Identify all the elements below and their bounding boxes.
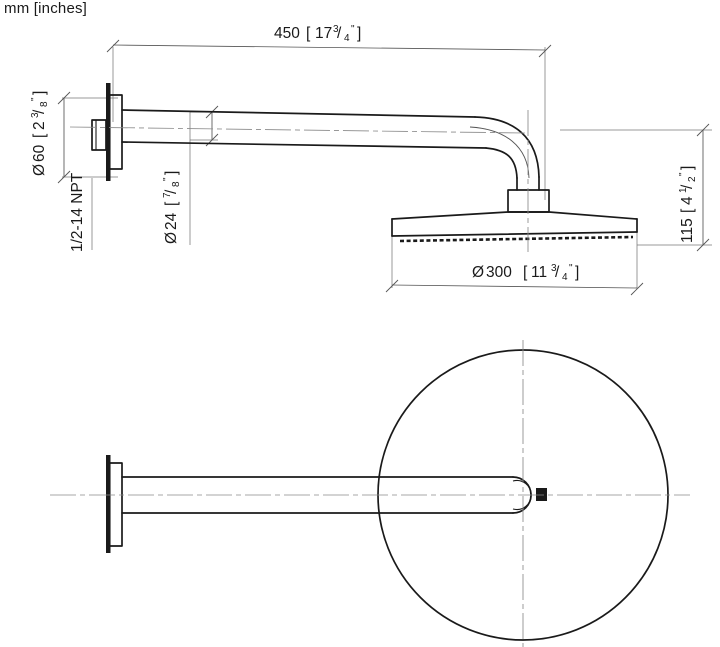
centerlines-side-view: [69, 110, 529, 252]
dim-head-diameter-symbol: Ø: [472, 264, 484, 281]
dim-bracket-close: ]: [357, 25, 361, 42]
dim-arm-projection-metric: 450: [274, 25, 300, 42]
extension-lines: [62, 47, 712, 288]
dim-flange-fraction-slash: /: [31, 109, 48, 114]
dim-arm-projection-num: 3: [333, 24, 339, 35]
annotation-thread-spec: 1/2-14 NPT: [69, 172, 86, 252]
dim-drop-height-num: 1: [678, 187, 689, 193]
spray-face-nozzles: [399, 235, 634, 243]
dim-head-bracket-close: ]: [575, 264, 579, 281]
dim-flange-diameter-symbol: Ø: [31, 164, 48, 176]
dim-flange-diameter: Ø 60 [ 2 3 / 8 " ]: [30, 91, 50, 176]
npt-thread-nipple: [91, 119, 107, 151]
units-note-label: mm [inches]: [4, 0, 88, 17]
dim-flange-diameter-unit: ": [30, 97, 41, 101]
dim-head-diameter: Ø 300 [ 11 3 / 4 " ]: [472, 263, 579, 283]
dim-bracket-open: [: [306, 25, 311, 42]
dim-arm-tube-diameter-unit: ": [162, 177, 173, 181]
dim-flange-diameter-imperial-whole: 2: [31, 121, 48, 130]
bottom-plan-view: [50, 340, 690, 647]
set-screw: [536, 488, 547, 501]
dim-tube-fraction-slash: /: [163, 189, 180, 194]
dim-head-diameter-num: 3: [551, 263, 557, 274]
dim-head-diameter-metric: 300: [486, 264, 512, 281]
dim-drop-height-imperial-whole: 4: [679, 196, 696, 205]
dim-arm-projection: 450 [ 17 3 / 4 " ]: [274, 24, 361, 44]
dim-head-diameter-imperial-whole: 11: [531, 264, 547, 281]
dim-flange-diameter-metric: 60: [31, 144, 48, 162]
dim-head-bracket-open: [: [523, 264, 528, 281]
dimension-lines: [57, 39, 710, 296]
dim-arm-tube-diameter-metric: 24: [163, 212, 180, 230]
rain-shower-head-disc: [391, 211, 638, 243]
wall-flange: [106, 83, 123, 181]
dim-drop-height-metric: 115: [679, 218, 696, 243]
dim-flange-diameter-den: 8: [39, 101, 50, 107]
dim-tube-bracket-close: ]: [163, 171, 180, 175]
dim-head-diameter-den: 4: [562, 272, 568, 283]
elbow-bend: [469, 116, 540, 191]
dim-drop-bracket-open: [: [679, 208, 696, 213]
dim-arm-tube-diameter-symbol: Ø: [163, 232, 180, 244]
dim-flange-diameter-num: 3: [30, 112, 41, 118]
dim-fraction-slash: /: [337, 25, 342, 42]
dim-arm-projection-imperial-whole: 17: [315, 25, 332, 42]
wall-flange-plan: [106, 455, 123, 553]
dim-flange-bracket-open: [: [31, 133, 48, 138]
thread-spec-label: 1/2-14 NPT: [69, 172, 86, 252]
shower-arm-tube: [121, 109, 487, 149]
dim-drop-height-den: 2: [687, 176, 698, 182]
centerlines-plan-view: [50, 340, 690, 647]
dim-head-diameter-unit: ": [569, 263, 573, 274]
dim-arm-tube-diameter-den: 8: [171, 181, 182, 187]
dim-arm-tube-diameter-num: 7: [162, 192, 173, 198]
dim-drop-bracket-close: ]: [679, 166, 696, 170]
dim-flange-bracket-close: ]: [31, 91, 48, 95]
dim-head-fraction-slash: /: [555, 264, 560, 281]
side-elevation-view: [57, 39, 712, 296]
dim-tube-bracket-open: [: [163, 201, 180, 206]
dim-arm-tube-diameter: Ø 24 [ 7 / 8 " ]: [162, 171, 182, 244]
dim-arm-projection-den: 4: [344, 33, 350, 44]
dim-drop-fraction-slash: /: [679, 184, 696, 189]
dim-drop-height-unit: ": [678, 172, 689, 176]
ball-joint-collar: [507, 189, 550, 213]
dim-drop-height: 115 [ 4 1 / 2 " ]: [678, 166, 698, 243]
dim-arm-projection-unit: ": [351, 24, 355, 35]
shower-arm-tube-plan: [121, 476, 514, 514]
